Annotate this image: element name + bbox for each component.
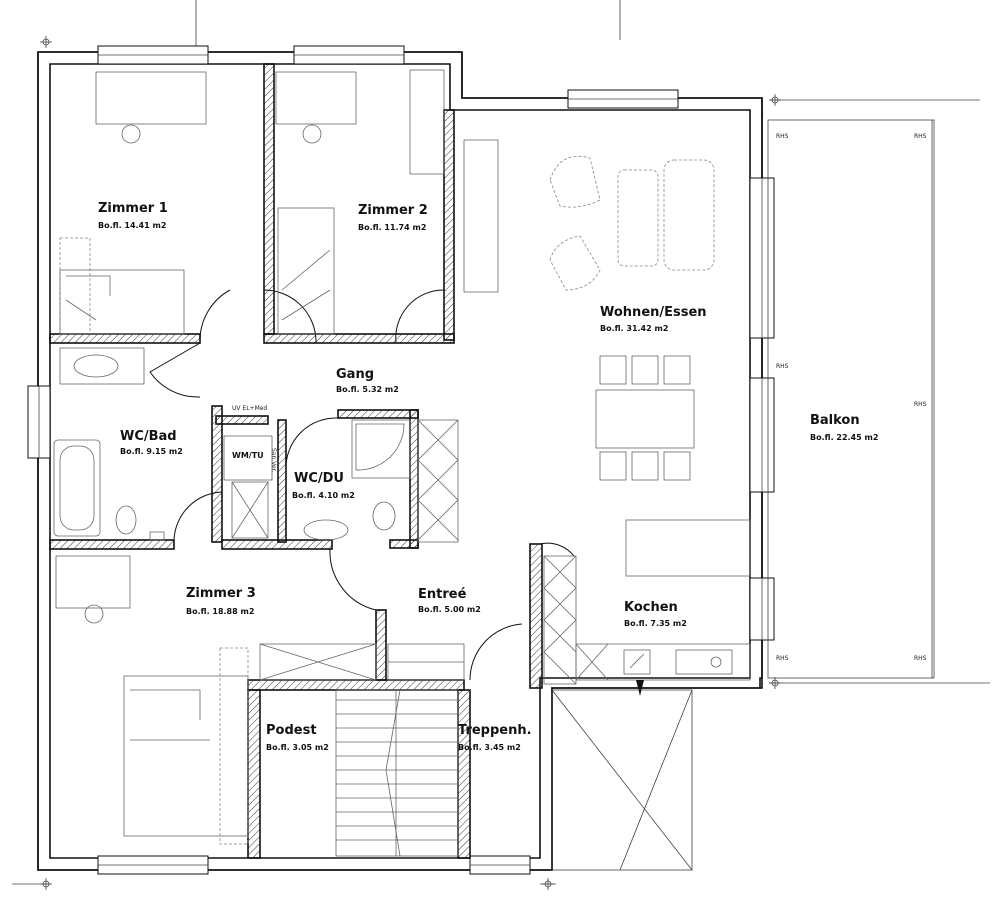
furniture-technik [223,419,459,543]
san-label: San.Ver. [270,448,277,472]
room-area: Bo.fl. 22.45 m2 [810,433,878,442]
room-area: Bo.fl. 5.32 m2 [336,385,399,394]
room-name: Treppenh. [458,723,532,738]
furniture-entree [259,643,465,681]
room-name: Zimmer 2 [358,203,428,218]
room-area: Bo.fl. 3.05 m2 [266,743,329,752]
room-area: Bo.fl. 9.15 m2 [120,447,183,456]
furniture-bath [53,347,411,541]
wmtu-label: WM/TU [232,451,264,460]
room-name: Entreé [418,587,467,602]
room-area: Bo.fl. 7.35 m2 [624,619,687,628]
windows [27,45,775,875]
room-name: Zimmer 3 [186,586,256,601]
rhs-label: RHS [914,133,927,140]
rhs-label: RHS [776,655,789,662]
room-area: Bo.fl. 11.74 m2 [358,223,426,232]
furniture-living [463,139,751,577]
furniture-kitchen [543,555,751,696]
technical-labels: UV EL+Med WM/TU San.Ver. RHS RHS RHS RHS… [232,133,927,662]
rhs-label: RHS [914,401,927,408]
room-area: Bo.fl. 3.45 m2 [458,743,521,752]
room-area: Bo.fl. 5.00 m2 [418,605,481,614]
room-labels: Zimmer 1 Bo.fl. 14.41 m2 Zimmer 2 Bo.fl.… [98,201,878,752]
room-name: WC/Bad [120,429,177,444]
room-area: Bo.fl. 31.42 m2 [600,324,668,333]
room-name: Balkon [810,413,860,428]
outer-walls [37,51,763,871]
uv-label: UV EL+Med [232,405,267,412]
room-name: Gang [336,367,374,382]
rhs-label: RHS [776,363,789,370]
room-area: Bo.fl. 18.88 m2 [186,607,254,616]
stairs [335,689,459,857]
room-name: Zimmer 1 [98,201,168,216]
furniture-zimmer1 [59,71,207,335]
corner-markers [40,36,781,890]
room-name: Podest [266,723,317,738]
stair-void [551,689,693,871]
balcony [767,119,935,679]
room-area: Bo.fl. 4.10 m2 [292,491,355,500]
furniture-zimmer3 [55,555,249,845]
room-area: Bo.fl. 14.41 m2 [98,221,166,230]
room-name: Kochen [624,600,678,615]
doors [149,289,575,681]
room-name: Wohnen/Essen [600,305,707,320]
furniture-zimmer2 [275,69,445,335]
rhs-label: RHS [914,655,927,662]
rhs-label: RHS [776,133,789,140]
interior-walls [49,63,543,859]
axis-lines [12,0,990,885]
room-name: WC/DU [294,471,344,486]
